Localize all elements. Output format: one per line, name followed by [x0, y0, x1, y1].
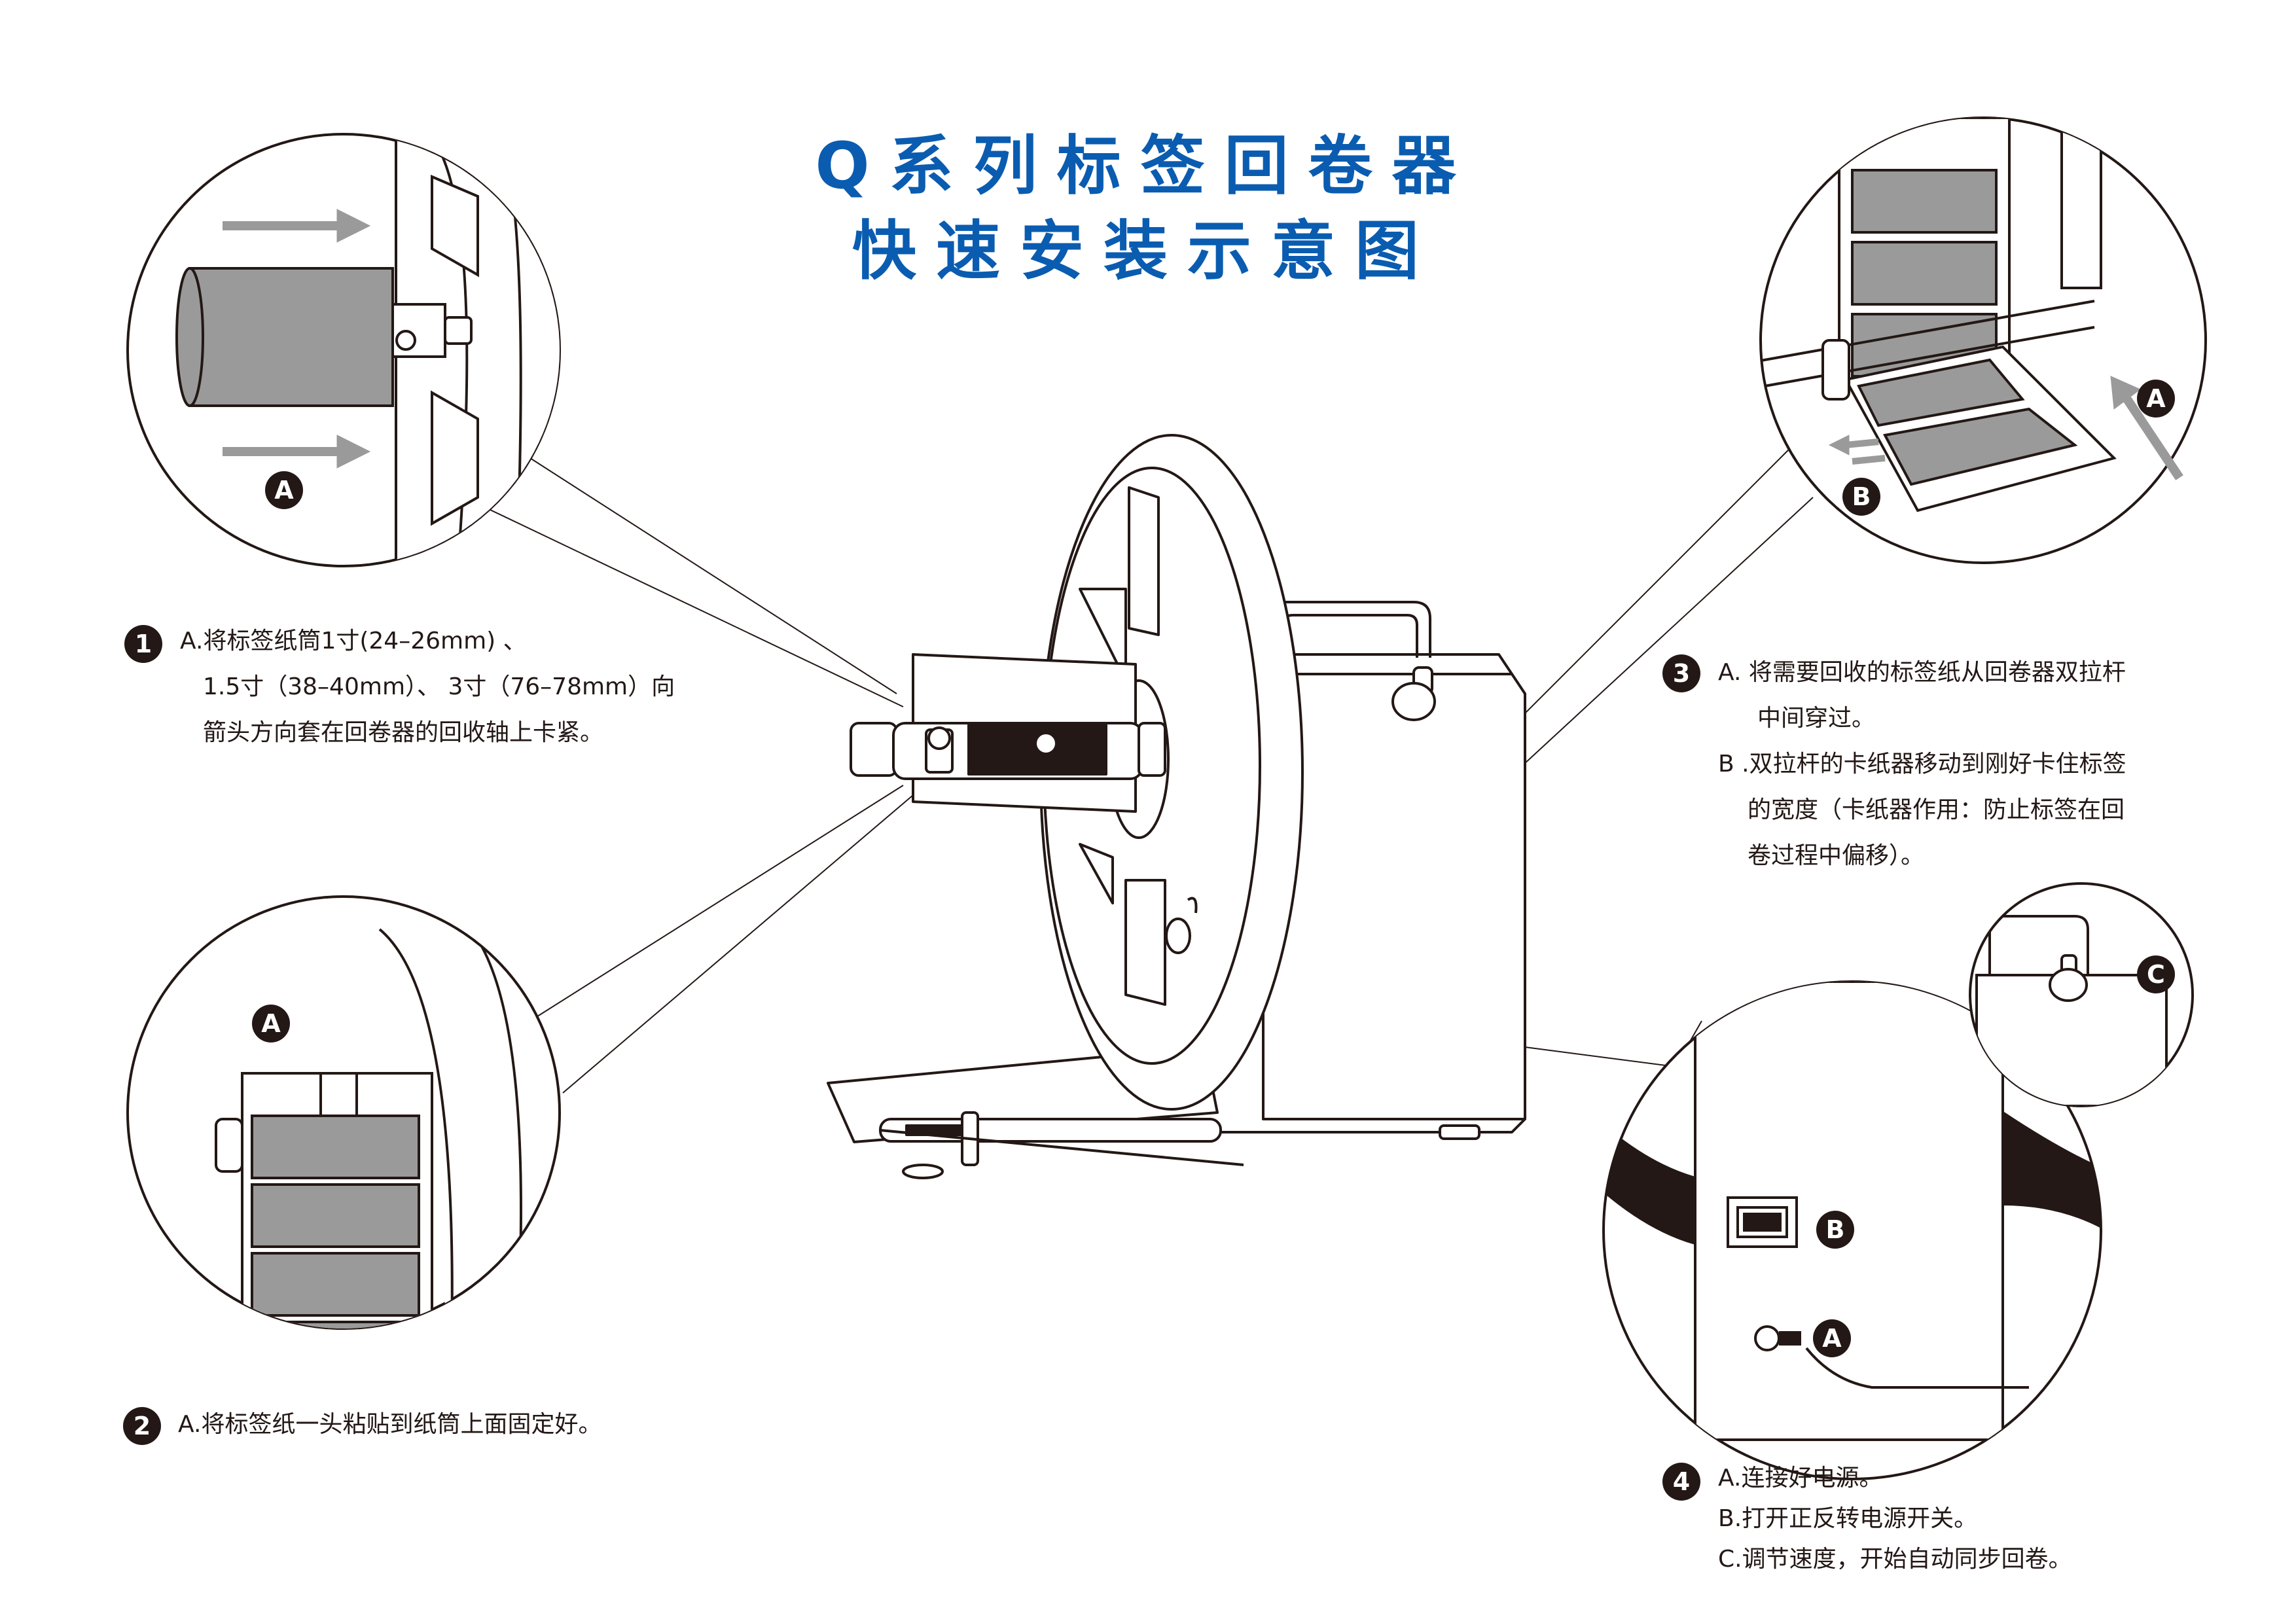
step-3-line: B .双拉杆的卡纸器移动到刚好卡住标签 [1718, 751, 2126, 777]
step-number-4: 4 [1662, 1463, 1700, 1501]
step-2-text: A.将标签纸一头粘贴到纸筒上面固定好。 [178, 1402, 601, 1448]
callout-badge-a: A [1813, 1319, 1851, 1357]
step-4-line: B.打开正反转电源开关。 [1718, 1505, 1978, 1532]
callout-badge-c: C [2137, 955, 2175, 993]
page-title-line1: Q系列标签回卷器 [815, 129, 1476, 204]
step-number-3: 3 [1662, 654, 1700, 692]
callout-badge-a: A [2137, 380, 2175, 418]
step-3-text: A. 将需要回收的标签纸从回卷器双拉杆 中间穿过。 B .双拉杆的卡纸器移动到刚… [1718, 650, 2126, 879]
step-4-line: C.调节速度，开始自动同步回卷。 [1718, 1546, 2072, 1573]
main-machine [827, 434, 1526, 1179]
step-4-text: A.连接好电源。 B.打开正反转电源开关。 C.调节速度，开始自动同步回卷。 [1718, 1458, 2072, 1580]
step-1-line: 1.5寸（38–40mm）、 3寸（76–78mm）向 [203, 673, 675, 700]
callout-badge-b: B [1842, 478, 1880, 516]
step-3-line: 的宽度（卡纸器作用：防止标签在回 [1748, 796, 2125, 823]
detail-circle-1 [126, 133, 561, 567]
detail-circle-5 [1969, 882, 2194, 1107]
step-4-line: A.连接好电源。 [1718, 1465, 1883, 1491]
step-1-line: 箭头方向套在回卷器的回收轴上卡紧。 [203, 719, 604, 746]
step-2-line: A.将标签纸一头粘贴到纸筒上面固定好。 [178, 1411, 602, 1438]
detail-circle-2 [126, 895, 561, 1330]
callout-badge-a: A [252, 1005, 290, 1043]
step-1-line: A.将标签纸筒1寸(24–26mm) 、 [180, 628, 527, 654]
callout-badge-a: A [265, 471, 303, 509]
callout-badge-b: B [1816, 1211, 1854, 1249]
step-number-1: 1 [124, 625, 162, 663]
step-3-line: 卷过程中偏移）。 [1748, 842, 1925, 869]
step-3-line: 中间穿过。 [1757, 705, 1876, 732]
page-title-line2: 快速安装示意图 [852, 214, 1439, 289]
detail-circle-3 [1759, 116, 2207, 564]
step-number-2: 2 [123, 1407, 161, 1445]
step-3-line: A. 将需要回收的标签纸从回卷器双拉杆 [1718, 659, 2126, 686]
step-1-text: A.将标签纸筒1寸(24–26mm) 、 1.5寸（38–40mm）、 3寸（7… [180, 618, 675, 756]
